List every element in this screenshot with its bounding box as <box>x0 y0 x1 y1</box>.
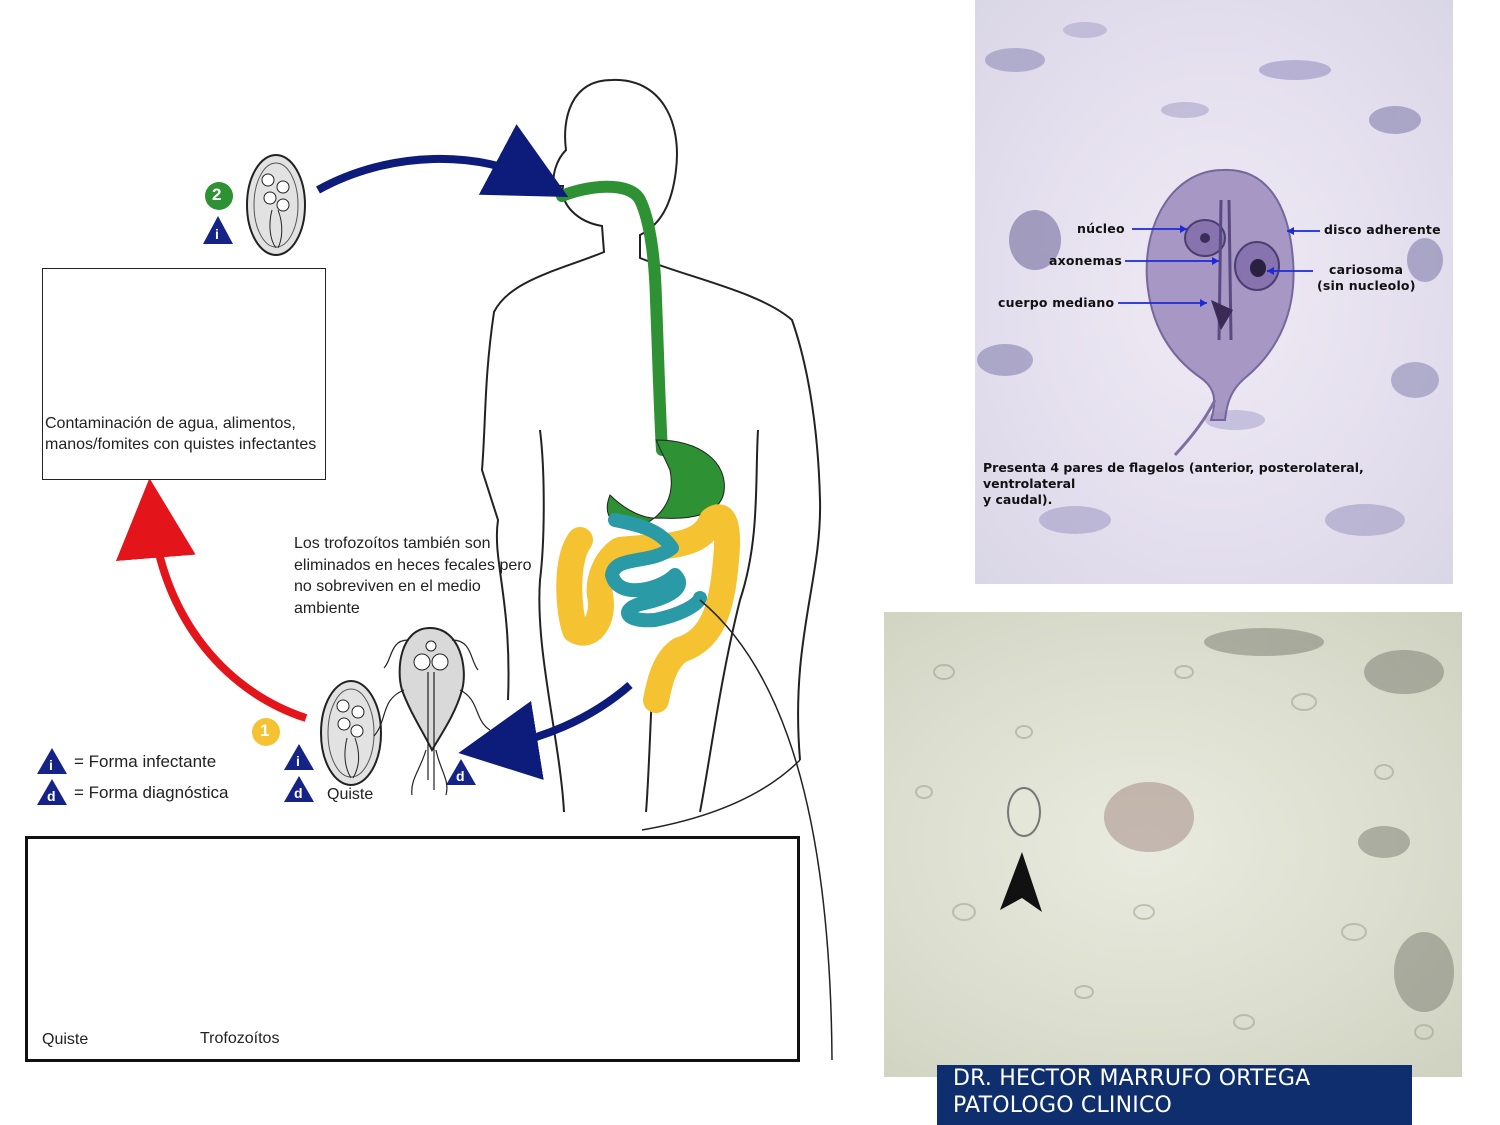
legend-infective: = Forma infectante <box>74 752 217 771</box>
stage-cyst-label: Quiste <box>42 1031 89 1048</box>
stage-panel <box>25 836 800 1062</box>
caption-line-1: Presenta 4 pares de flagelos (anterior, … <box>983 460 1364 491</box>
infective-letter: i <box>215 226 219 242</box>
excretion-arrow <box>458 681 633 780</box>
diagnostic-letter: d <box>294 785 303 801</box>
credit-name: DR. HECTOR MARRUFO ORTEGA <box>953 1066 1311 1091</box>
legend-diagnostic: = Forma diagnóstica <box>74 783 229 802</box>
label-nucleus: núcleo <box>1077 221 1125 236</box>
infective-triangle-icon <box>37 748 67 774</box>
label-adhesive-disc: disco adherente <box>1324 222 1441 237</box>
micrograph-graphic <box>915 628 1454 1040</box>
diagnostic-triangle-icon <box>446 759 476 785</box>
micrograph-graphic <box>977 22 1443 536</box>
step-number-1: 1 <box>260 721 270 740</box>
esophagus <box>556 180 668 456</box>
cyst-label: Quiste <box>327 786 374 803</box>
credit-title: PATOLOGO CLINICO <box>953 1093 1173 1118</box>
infective-triangle-icon <box>284 744 314 770</box>
contamination-text: Contaminación de agua, alimentos, manos/… <box>45 415 317 453</box>
cyst-icon <box>246 154 306 256</box>
cyst-icon <box>320 680 382 786</box>
small-intestine <box>605 513 707 628</box>
contamination-box <box>42 268 326 480</box>
human-silhouette <box>480 78 822 813</box>
author-credit: DR. HECTOR MARRUFO ORTEGA PATOLOGO CLINI… <box>937 1065 1412 1125</box>
stomach <box>606 439 725 529</box>
trophozoite-icon <box>373 626 491 796</box>
trophozoite-note: Los trofozoítos también son eliminados e… <box>294 535 532 617</box>
stage-trophozoite-label: Trofozoítos <box>200 1030 280 1047</box>
trophozoite-micrograph: núcleo axonemas cuerpo mediano disco adh… <box>975 0 1453 584</box>
label-karyosome: cariosoma <box>1329 262 1404 277</box>
infective-letter: i <box>296 753 300 769</box>
diagnostic-letter: d <box>47 788 56 804</box>
diagnostic-triangle-icon <box>284 776 314 802</box>
cyst-micrograph <box>884 612 1462 1077</box>
contamination-arrow <box>115 478 308 722</box>
micrograph-caption: Presenta 4 pares de flagelos (anterior, … <box>983 460 1453 508</box>
step-badge-1 <box>252 718 280 746</box>
infective-letter: i <box>49 757 53 773</box>
digestive-tract <box>556 180 833 1061</box>
colon <box>556 504 740 713</box>
ingestion-arrow <box>316 124 569 198</box>
step-number-2: 2 <box>212 185 222 204</box>
label-axonemes: axonemas <box>1049 253 1122 268</box>
caption-line-2: y caudal). <box>983 492 1053 507</box>
diagnostic-letter: d <box>456 768 465 784</box>
diagnostic-triangle-icon <box>37 779 67 805</box>
step-badge-2 <box>205 182 233 210</box>
infective-triangle-icon <box>203 216 233 244</box>
label-karyosome-note: (sin nucleolo) <box>1317 278 1416 293</box>
label-median-body: cuerpo mediano <box>998 295 1115 310</box>
